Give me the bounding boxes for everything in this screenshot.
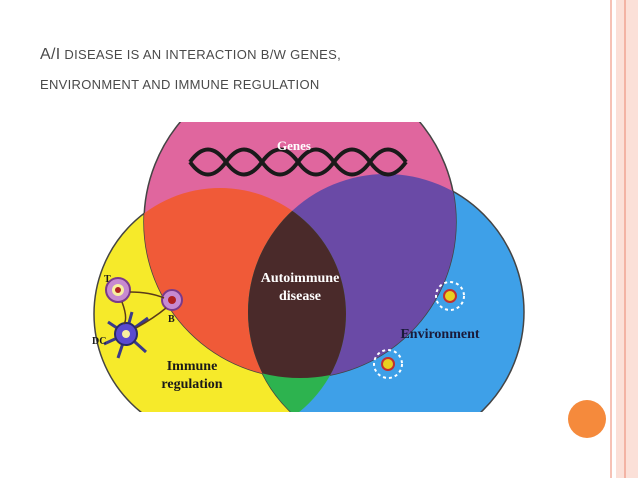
environment-label: Environment bbox=[400, 327, 479, 342]
slide-title: A/I DISEASE IS AN INTERACTION B/W GENES,… bbox=[40, 40, 600, 100]
t-cell-icon bbox=[105, 277, 131, 303]
environment-particle-icon bbox=[373, 349, 403, 379]
right-decor-stripe bbox=[624, 0, 626, 478]
orange-accent-dot bbox=[568, 400, 606, 438]
title-line2: ENVIRONMENT AND IMMUNE REGULATION bbox=[40, 77, 320, 92]
b-cell-icon bbox=[161, 289, 183, 311]
title-line1-rest: DISEASE IS AN INTERACTION B/W GENES, bbox=[60, 47, 342, 62]
dc-label: DC bbox=[92, 336, 106, 347]
dna-helix-icon bbox=[188, 147, 408, 177]
title-line1-cap: A/I bbox=[40, 46, 61, 63]
right-decor-stripe bbox=[610, 0, 612, 478]
genes-label: Genes bbox=[277, 138, 311, 153]
b-cell-label: B bbox=[168, 314, 175, 325]
center-label-line1: Autoimmune bbox=[261, 271, 340, 286]
center-label-line2: disease bbox=[279, 289, 321, 304]
dendritic-cell-icon bbox=[103, 311, 149, 359]
venn-svg: Genes Autoimmune disease Environment Imm… bbox=[92, 122, 525, 412]
center-overlap bbox=[248, 188, 346, 378]
cell-interaction-arrows bbox=[121, 291, 167, 329]
immune-label-line2: regulation bbox=[161, 377, 222, 392]
right-decor-band bbox=[616, 0, 638, 478]
venn-diagram: Genes Autoimmune disease Environment Imm… bbox=[88, 122, 528, 412]
t-cell-label: T bbox=[104, 274, 111, 285]
immune-label-line1: Immune bbox=[167, 359, 218, 374]
environment-particle-icon bbox=[435, 281, 465, 311]
